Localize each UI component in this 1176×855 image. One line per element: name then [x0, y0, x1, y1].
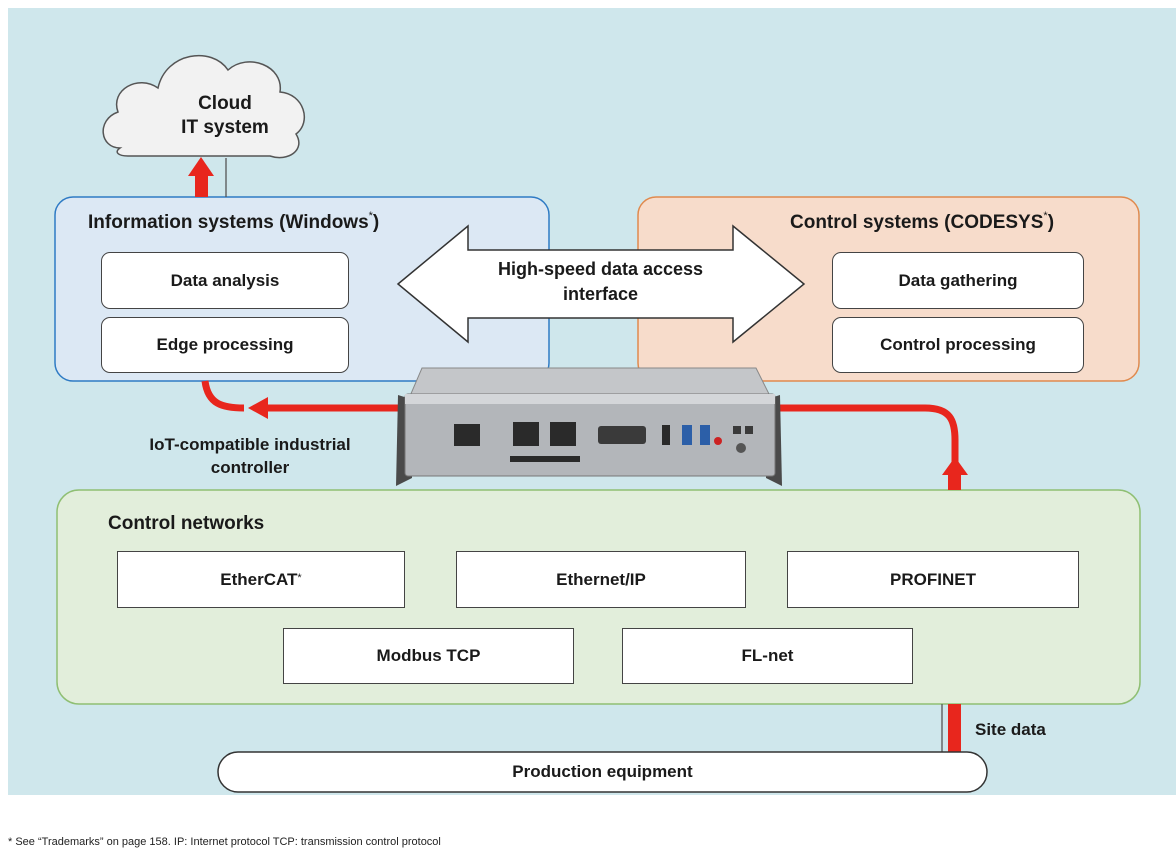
info-systems-title: Information systems (Windows*)	[88, 210, 380, 233]
arrow-to-cloud	[188, 157, 214, 176]
production-equipment-box	[217, 751, 988, 793]
controller-label-line-1: IoT-compatible industrial	[149, 435, 351, 454]
edge-processing-box: Edge processing	[101, 317, 349, 373]
network-ethernet-ip: Ethernet/IP	[456, 551, 746, 608]
network-modbus-tcp: Modbus TCP	[283, 628, 574, 684]
network-profinet: PROFINET	[787, 551, 1079, 608]
control-processing-box: Control processing	[832, 317, 1084, 373]
control-systems-title: Control systems (CODESYS*)	[790, 210, 1055, 233]
cloud-shape	[102, 54, 306, 159]
network-fl-net: FL-net	[622, 628, 913, 684]
control-networks-title: Control networks	[108, 513, 265, 534]
cloud-line-1: Cloud	[198, 93, 252, 114]
controller-label-line-2: controller	[210, 458, 290, 477]
data-analysis-box: Data analysis	[101, 252, 349, 309]
industrial-controller-image	[396, 367, 782, 486]
data-gathering-box: Data gathering	[832, 252, 1084, 309]
cloud-line-2: IT system	[181, 117, 269, 138]
cloud-label: Cloud IT system	[150, 92, 300, 140]
interface-label-line-2: interface	[562, 284, 639, 304]
interface-label: High-speed data access interface	[468, 257, 733, 307]
network-ethercat: EtherCAT*	[117, 551, 405, 608]
site-data-label: Site data	[975, 720, 1046, 739]
footnote: * See “Trademarks” on page 158. IP: Inte…	[8, 836, 441, 848]
interface-double-arrow	[396, 224, 806, 344]
production-equipment-label: Production equipment	[512, 762, 693, 781]
controller-label: IoT-compatible industrial controller	[100, 433, 400, 479]
interface-label-line-1: High-speed data access	[497, 259, 704, 279]
